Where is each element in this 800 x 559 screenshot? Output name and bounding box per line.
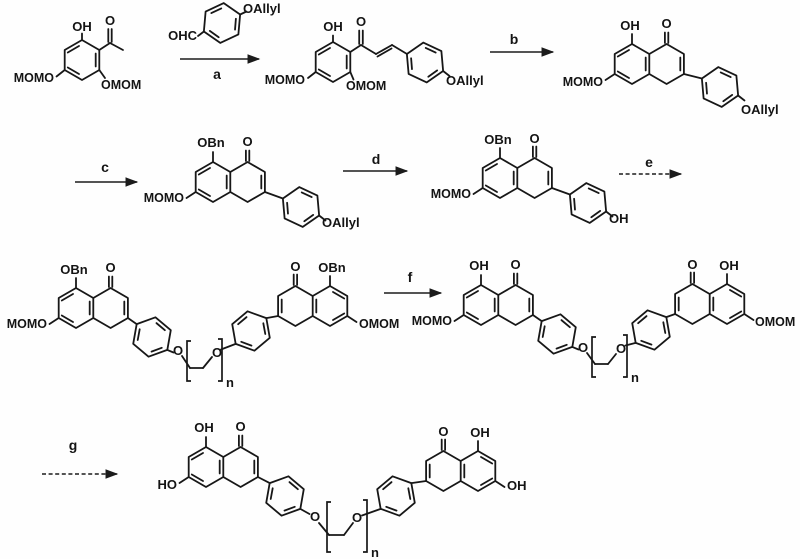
c7-oh-right-label: OH (719, 258, 739, 273)
arrow-step-e: e (619, 154, 683, 179)
step-g-label: g (69, 437, 78, 453)
c7-momo-label: MOMO (412, 314, 453, 328)
c4-momo-label: MOMO (144, 191, 185, 205)
c5-ketone-o-label: O (530, 131, 540, 146)
c6-ketone-o-left-label: O (106, 260, 116, 275)
c1-omom-label: OMOM (101, 78, 141, 92)
step-a-label: a (213, 66, 221, 82)
c6-ether-o-right-label: O (212, 345, 222, 360)
c8-oh-side-right-label: OH (507, 478, 527, 493)
arrow-step-a: a (180, 54, 261, 82)
c8-oh-left-label: OH (194, 420, 214, 435)
c6-repeat-n-label: n (226, 375, 234, 390)
c8-ho-label: HO (158, 477, 178, 492)
c7-oh-left-label: OH (469, 258, 489, 273)
c4-oallyl-label: OAllyl (322, 215, 360, 230)
c1-oh-label: OH (72, 19, 92, 34)
compound-4-obn-naphthalenone-oallyl: OBn O MOMO OAllyl (144, 134, 360, 233)
step-d-label: d (372, 151, 381, 167)
c8-ether-o-left-label: O (310, 509, 320, 524)
arrow-step-f: f (384, 269, 443, 298)
c5-obn-label: OBn (484, 132, 512, 147)
c5-phenol-oh-label: OH (609, 211, 629, 226)
compound-2-chalcone: OH O MOMO OMOM OAllyl (265, 14, 484, 93)
c6-omom-label: OMOM (359, 317, 399, 331)
c4-ketone-o-label: O (243, 134, 253, 149)
c3-ketone-o-label: O (662, 16, 672, 31)
c7-ether-o-left-label: O (578, 340, 588, 355)
compound-7-bis-mom-peg-dimer: OH O MOMO O O n O OH OMOM (412, 257, 796, 385)
c7-ketone-o-right-label: O (687, 257, 697, 272)
c3-oallyl-label: OAllyl (741, 102, 779, 117)
c8-ether-o-right-label: O (352, 510, 362, 525)
arrow-step-c: c (75, 159, 139, 187)
c6-obn-left-label: OBn (60, 262, 88, 277)
c6-momo-label: MOMO (7, 317, 48, 331)
compound-3-naphthalenone-oallyl: OH O MOMO OAllyl (563, 16, 779, 117)
c6-obn-right-label: OBn (318, 260, 346, 275)
reagent-ohc-label: OHC (168, 28, 198, 43)
step-b-label: b (510, 31, 519, 47)
c2-oallyl-label: OAllyl (446, 73, 484, 88)
c7-ketone-o-left-label: O (511, 257, 521, 272)
arrow-step-d: d (343, 151, 409, 176)
c7-ether-o-right-label: O (616, 341, 626, 356)
c2-oh-label: OH (323, 19, 343, 34)
c8-oh-top-right-label: OH (470, 425, 490, 440)
c6-ketone-o-right-label: O (290, 259, 300, 274)
step-f-label: f (408, 269, 413, 285)
c1-momo-label: MOMO (14, 71, 55, 85)
c1-ketone-o-label: O (105, 13, 115, 28)
c6-ether-o-left-label: O (173, 343, 183, 358)
compound-5-obn-naphthalenone-phenol: OBn O MOMO OH (431, 131, 629, 229)
c2-omom-label: OMOM (346, 79, 386, 93)
compound-1-acetophenone: OH O MOMO OMOM (14, 13, 142, 92)
c8-ketone-o-left-label: O (236, 419, 246, 434)
c3-oh-label: OH (620, 18, 640, 33)
c7-repeat-n-label: n (631, 370, 639, 385)
arrow-step-g: g (42, 437, 119, 479)
step-c-label: c (101, 159, 109, 175)
c3-momo-label: MOMO (563, 75, 604, 89)
c2-ketone-o-label: O (356, 14, 366, 29)
c7-omom-label: OMOM (755, 315, 795, 329)
c4-obn-label: OBn (197, 135, 225, 150)
compound-6-bis-obn-peg-dimer: OBn O MOMO O O n O OBn OMOM (7, 259, 400, 390)
c8-ketone-o-right-label: O (438, 424, 448, 439)
step-e-label: e (645, 154, 653, 170)
c8-repeat-n-label: n (371, 545, 379, 559)
c5-momo-label: MOMO (431, 187, 472, 201)
arrow-step-b: b (490, 31, 555, 57)
compound-8-bis-oh-peg-dimer: OH O HO O O n O OH OH (158, 419, 527, 559)
c2-momo-label: MOMO (265, 73, 306, 87)
reagent-allyloxybenzaldehyde: OHC OAllyl (168, 0, 281, 49)
reagent-oallyl-label: OAllyl (243, 1, 281, 16)
